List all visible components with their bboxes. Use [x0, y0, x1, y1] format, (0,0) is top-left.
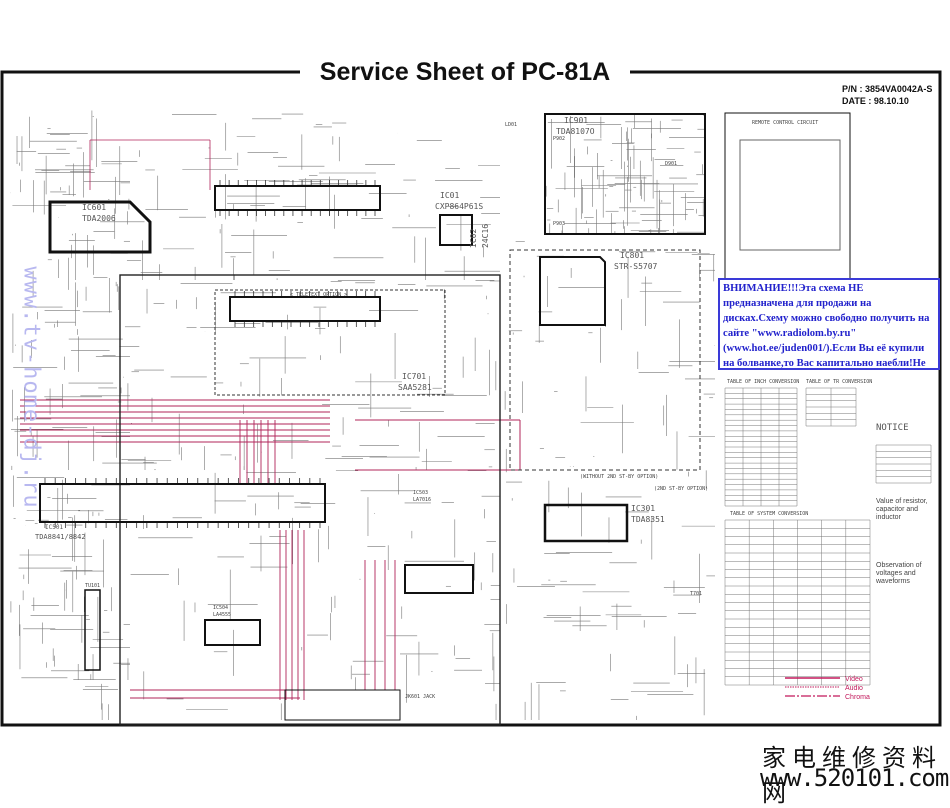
notice-tables	[724, 387, 932, 686]
teletext-block	[214, 289, 446, 396]
ic701-body	[229, 296, 381, 322]
side-watermark: www.tv-home-dj.ru	[18, 266, 44, 509]
notice-heading: NOTICE	[876, 423, 909, 433]
legend-chroma: Chroma	[845, 694, 870, 701]
ic701-ref: IC701	[402, 372, 426, 381]
ic801-ref: IC801	[620, 251, 644, 260]
p903-label: P903	[553, 221, 565, 227]
legend: Video Audio Chroma	[785, 676, 870, 701]
warning-notice: ВНИМАНИЕ!!!Эта схема НЕ предназначена дл…	[718, 278, 940, 370]
ld01-label: LD01	[505, 122, 517, 128]
ic-dip	[404, 564, 474, 594]
power-block	[509, 249, 701, 471]
ic01-body	[214, 185, 381, 211]
main-board	[119, 274, 501, 726]
system-table-title: TABLE OF SYSTEM CONVERSION	[730, 511, 808, 517]
standby-label: (2ND ST-BY OPTION)	[654, 486, 708, 492]
remote-block	[724, 112, 851, 281]
legend-video: Video	[845, 676, 863, 683]
sheet-date: DATE : 98.10.10	[842, 96, 909, 106]
notice-observation: Observation of voltages and waveforms	[876, 562, 938, 586]
ic501-part: TDA8841/8842	[35, 533, 86, 541]
part-info: P/N : 3854VA0042A-S DATE : 98.10.10	[842, 83, 932, 107]
remote-label: REMOTE CONTROL CIRCUIT	[752, 120, 818, 126]
tu101-body	[84, 589, 101, 671]
ic601-part: TDA2006	[82, 214, 116, 223]
teletext-label: < TELETEXT OPTION >	[290, 292, 347, 298]
ic801-body	[539, 256, 606, 326]
without-standby-label: (WITHOUT 2ND ST-BY OPTION)	[580, 474, 658, 480]
ic01-part: CXP864P61S	[435, 202, 483, 211]
ic301-part: TDA8351	[631, 515, 665, 524]
signal-wires	[20, 139, 521, 700]
t701-label: T701	[690, 591, 702, 597]
ic504-part: LA4555	[213, 612, 231, 618]
notice-resistor: Value of resistor, capacitor and inducto…	[876, 498, 938, 522]
ic02-ref: IC02	[469, 229, 478, 248]
ic501-body	[39, 483, 326, 523]
tr-table-title: TABLE OF TR CONVERSION	[806, 379, 872, 385]
ic601-ref: IC601	[82, 203, 106, 212]
ic504-ref: IC504	[213, 605, 228, 611]
ic801-part: STR-S5707	[614, 262, 658, 271]
url-watermark: www.520101.com	[760, 764, 949, 792]
ic501-ref: IC501	[45, 524, 63, 531]
d901-label: D901	[665, 161, 677, 167]
page-title: Service Sheet of PC-81A	[300, 58, 630, 87]
tu101-label: TU101	[85, 583, 100, 589]
ic901-part: TDA8107O	[556, 127, 595, 136]
ic301-body	[543, 503, 629, 543]
ic301-ref: IC301	[631, 504, 655, 513]
jack-label: JK601 JACK	[405, 694, 435, 700]
ic02-part: 24C16	[481, 224, 490, 248]
ic503-ref: IC503	[413, 490, 428, 496]
inch-table-title: TABLE OF INCH CONVERSION	[727, 379, 799, 385]
jack-body	[284, 689, 401, 721]
ic901-ref: IC901	[564, 116, 588, 125]
ic901-block	[544, 113, 706, 235]
ic02-body	[439, 214, 473, 246]
remote-inner-box	[739, 139, 841, 251]
part-number: P/N : 3854VA0042A-S	[842, 84, 933, 94]
p902-label: P902	[553, 136, 565, 142]
legend-audio: Audio	[845, 685, 863, 692]
ic601-body	[48, 200, 152, 254]
ic701-part: SAA5281	[398, 383, 432, 392]
ic503-part: LA7016	[413, 497, 431, 503]
ic01-ref: IC01	[440, 191, 459, 200]
ic504-body	[204, 619, 261, 646]
